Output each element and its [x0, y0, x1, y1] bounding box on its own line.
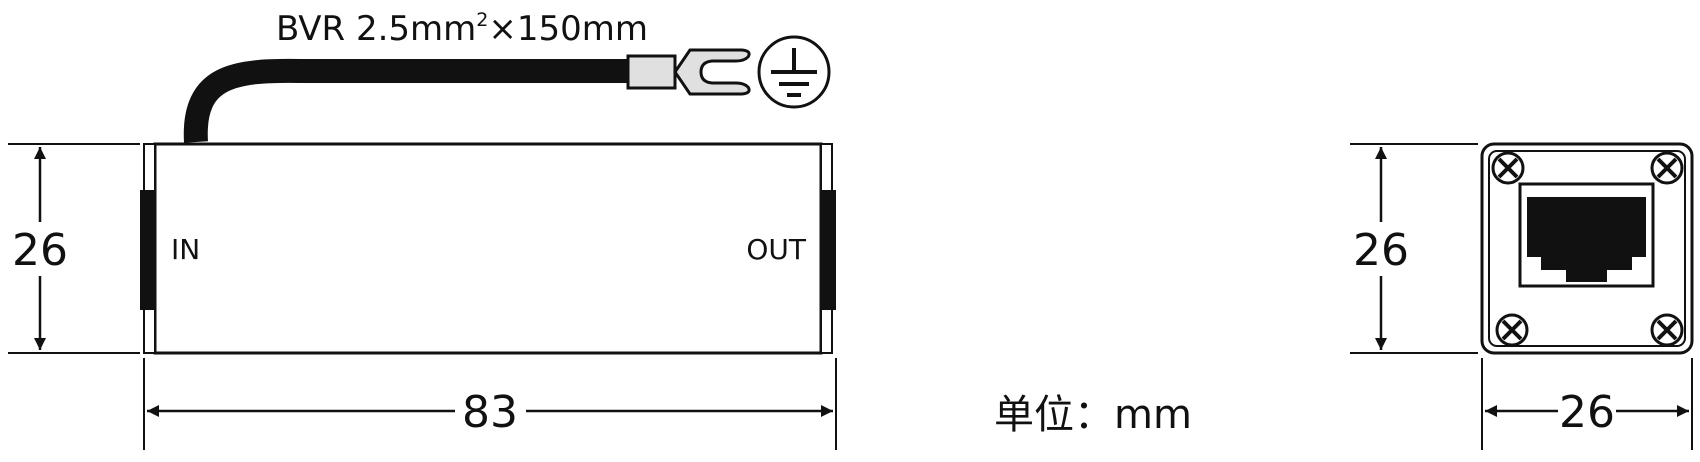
unit-label: 单位：mm [994, 392, 1192, 438]
output-label: OUT [746, 233, 807, 266]
length-label: 83 [462, 387, 518, 438]
end-view: 26 26 [1350, 142, 1694, 450]
cable-spec-label: BVR 2.5mm2×150mm [276, 9, 648, 49]
input-label: IN [171, 233, 200, 266]
ground-cable [183, 58, 632, 143]
device-body [153, 142, 823, 355]
side-height-dimension [8, 143, 140, 354]
length-dimension [143, 358, 837, 450]
input-end-cap [140, 143, 156, 354]
rj45-port-icon [1518, 182, 1655, 288]
ring-terminal-icon [626, 48, 751, 96]
screw-icon [1650, 313, 1684, 347]
end-height-label: 26 [1353, 225, 1409, 276]
end-width-dimension [1481, 358, 1693, 450]
screw-icon [1650, 151, 1684, 185]
screw-icon [1491, 151, 1525, 185]
output-end-cap [820, 143, 836, 354]
end-face-inner [1488, 150, 1686, 347]
end-height-dimension [1350, 143, 1478, 354]
side-view: BVR 2.5mm2×150mm IN OUT 26 [8, 9, 837, 450]
end-width-label: 26 [1559, 387, 1615, 438]
screw-icon [1495, 313, 1529, 347]
ground-icon [757, 35, 831, 109]
side-height-label: 26 [12, 225, 68, 276]
